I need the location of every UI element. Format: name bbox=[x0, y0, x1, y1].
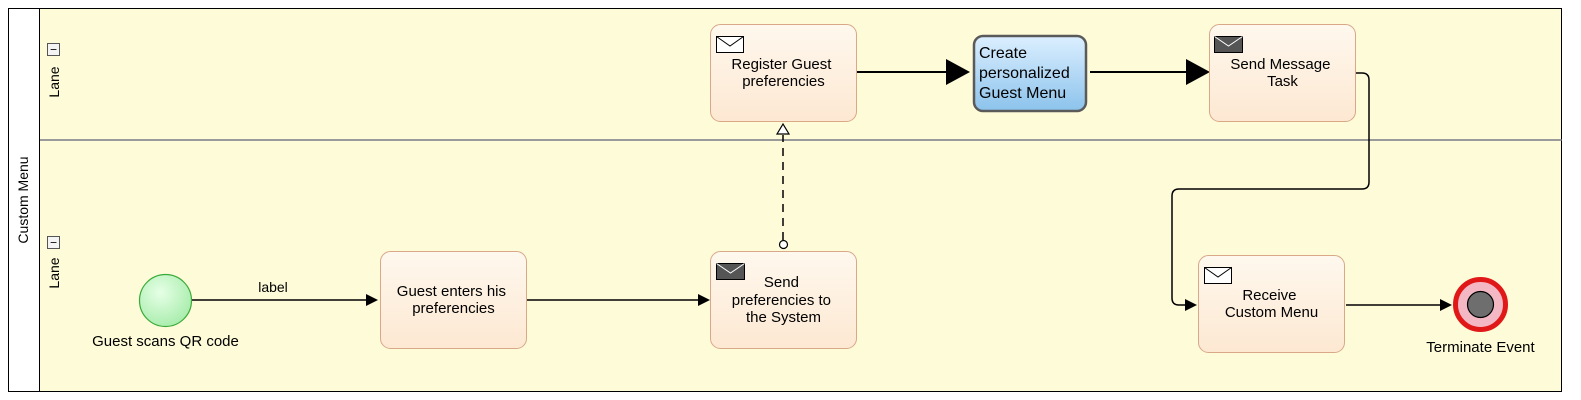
task-create-personalized-guest-menu[interactable]: Create personalized Guest Menu bbox=[972, 34, 1088, 113]
envelope-filled-icon bbox=[716, 263, 745, 280]
task-label: Send preferencies to the System bbox=[732, 274, 835, 326]
task-send-preferencies-to-system[interactable]: Send preferencies to the System bbox=[710, 251, 857, 349]
lane-bottom-collapse-button[interactable]: − bbox=[47, 236, 60, 250]
task-label: Register Guest preferencies bbox=[731, 56, 835, 90]
lane-bottom-label: Lane bbox=[46, 257, 62, 288]
collapse-icon: − bbox=[50, 43, 57, 57]
lane-top-collapse-button[interactable]: − bbox=[47, 43, 60, 57]
task-send-message[interactable]: Send Message Task bbox=[1209, 24, 1356, 122]
flow-receive-to-end[interactable] bbox=[1346, 299, 1452, 311]
task-register-guest-preferencies[interactable]: Register Guest preferencies bbox=[710, 24, 857, 122]
envelope-filled-icon bbox=[1214, 36, 1243, 53]
flow-create-to-send-message[interactable] bbox=[1090, 59, 1210, 85]
task-guest-enters-preferencies[interactable]: Guest enters his preferencies bbox=[380, 251, 527, 349]
task-label: Create personalized Guest Menu bbox=[979, 45, 1074, 102]
task-receive-custom-menu[interactable]: Receive Custom Menu bbox=[1198, 255, 1345, 353]
start-event-label: Guest scans QR code bbox=[92, 333, 239, 350]
lane-top-label: Lane bbox=[46, 66, 62, 97]
envelope-outline-icon bbox=[716, 36, 744, 53]
end-event-label: Terminate Event bbox=[1426, 339, 1535, 356]
start-event[interactable]: Guest scans QR code bbox=[92, 273, 239, 351]
envelope-outline-icon bbox=[1204, 267, 1232, 284]
collapse-icon: − bbox=[50, 236, 57, 250]
message-flow-send-prefs-to-register[interactable] bbox=[775, 122, 791, 250]
flow-label: label bbox=[258, 279, 288, 295]
flow-send-message-to-receive[interactable] bbox=[1171, 72, 1370, 311]
flow-guest-enters-to-send-prefs[interactable] bbox=[527, 294, 710, 306]
flow-register-to-create[interactable] bbox=[857, 59, 970, 85]
lane-bottom: − Lane bbox=[46, 236, 62, 289]
terminate-end-event[interactable]: Terminate Event bbox=[1426, 277, 1536, 357]
task-label: Guest enters his preferencies bbox=[397, 283, 510, 317]
task-label: Receive Custom Menu bbox=[1225, 287, 1318, 321]
pool-header bbox=[8, 8, 40, 392]
pool-label: Custom Menu bbox=[15, 156, 31, 243]
flow-start-to-guest-enters[interactable]: label bbox=[192, 279, 378, 306]
task-label: Send Message Task bbox=[1230, 56, 1334, 90]
lane-top: − Lane bbox=[46, 43, 62, 98]
